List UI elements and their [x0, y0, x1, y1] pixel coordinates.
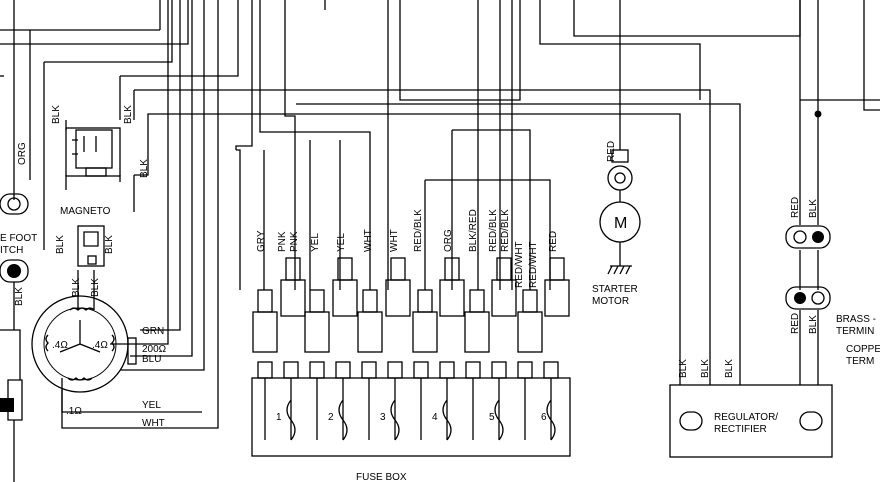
wire-blk-2: BLK	[123, 105, 134, 124]
fuse-wire-label: RED/WHT	[528, 241, 539, 288]
wire-reg-2: BLK	[700, 359, 711, 378]
wire-blk-m1: BLK	[55, 235, 66, 254]
wire-blk-3: BLK	[139, 159, 150, 178]
fuse-number: 5	[489, 412, 495, 423]
fuse-wire-label: RED/WHT	[514, 241, 525, 288]
motor-m: M	[614, 215, 627, 232]
left-connector	[0, 193, 29, 482]
wire-yel: YEL	[142, 400, 161, 411]
brass-label-a: BRASS -	[836, 314, 876, 325]
res-1: .1Ω	[66, 406, 82, 417]
foot-switch-label-b: ITCH	[0, 245, 23, 256]
fuse-box-label: FUSE BOX	[356, 472, 407, 482]
wire-reg-3: BLK	[724, 359, 735, 378]
starter-motor	[599, 149, 641, 275]
wire-blk-r1: BLK	[808, 199, 819, 218]
wire-blk-m3: BLK	[90, 278, 101, 297]
fuse-wire-label: YEL	[336, 233, 347, 252]
magneto-plug	[65, 127, 121, 177]
fuse-connectors	[252, 257, 570, 353]
wire-grn: GRN	[142, 326, 164, 337]
fuse-box	[251, 361, 571, 457]
magneto-connector	[77, 225, 105, 267]
starter-label-b: MOTOR	[592, 296, 629, 307]
fuse-wire-label: WHT	[363, 229, 374, 252]
right-connectors	[785, 225, 831, 310]
fuse-number: 1	[276, 412, 282, 423]
copper-label-a: COPPE	[846, 344, 880, 355]
harness-lines	[0, 0, 880, 385]
wire-wht: WHT	[142, 418, 165, 429]
regulator-label-a: REGULATOR/	[714, 412, 778, 423]
wire-red-r1: RED	[790, 197, 801, 218]
copper-label-b: TERM	[846, 356, 874, 367]
fuse-wire-label: PNK	[277, 231, 288, 252]
junction-dot	[814, 110, 822, 118]
magneto-stator	[31, 295, 137, 393]
fuse-wire-label: PNK	[289, 231, 300, 252]
wire-blu: BLU	[142, 354, 161, 365]
fuse-wire-label: RED/BLK	[413, 209, 424, 252]
wire-blk-m4: BLK	[104, 235, 115, 254]
brass-label-b: TERMIN	[836, 326, 874, 337]
magneto-wiring	[61, 0, 219, 429]
fuse-wire-label: ORG	[443, 229, 454, 252]
wire-reg-1: BLK	[678, 359, 689, 378]
wire-blk-r2: BLK	[808, 315, 819, 334]
res-4b: .4Ω	[92, 340, 108, 351]
starter-label-a: STARTER	[592, 284, 638, 295]
fuse-wire-label: YEL	[310, 233, 321, 252]
fuse-wire-label: WHT	[389, 229, 400, 252]
fuse-wire-label: RED	[548, 231, 559, 252]
regulator-label-b: RECTIFIER	[714, 424, 767, 435]
fuse-wire-label: RED/BLK	[488, 209, 499, 252]
wire-blk-1: BLK	[51, 105, 62, 124]
fuse-wire-label: BLK/RED	[468, 209, 479, 252]
wire-blk-m2: BLK	[71, 278, 82, 297]
fuse-number: 3	[380, 412, 386, 423]
wire-red-r2: RED	[790, 313, 801, 334]
regulator-rectifier	[669, 384, 833, 458]
fuse-wire-label: RED/BLK	[500, 209, 511, 252]
res-4a: .4Ω	[52, 340, 68, 351]
magneto-label: MAGNETO	[60, 206, 111, 217]
wire-blk-fs: BLK	[14, 287, 25, 306]
res-200: 200Ω	[142, 344, 167, 355]
fuse-number: 2	[328, 412, 334, 423]
fuse-number: 4	[432, 412, 438, 423]
fuse-wire-label: GRY	[256, 230, 267, 252]
wire-red-starter: RED	[606, 141, 617, 162]
foot-switch-label-a: E FOOT	[0, 233, 37, 244]
fuse-number: 6	[541, 412, 547, 423]
wire-org-left: ORG	[17, 142, 28, 165]
